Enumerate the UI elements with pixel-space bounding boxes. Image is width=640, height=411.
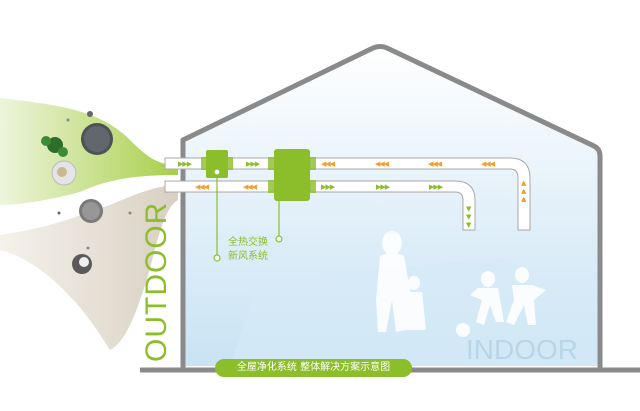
supply-arrow-icon: ▶▶▶ xyxy=(376,183,390,191)
supply-arrow-icon: ▶▶▶ xyxy=(178,160,192,168)
exhaust-arrow-icon: ◀◀◀ xyxy=(321,160,335,168)
title-banner: 全屋净化系统 整体解决方案示意图 xyxy=(215,359,412,377)
exhaust-arrow-icon: ◀◀◀ xyxy=(428,160,442,168)
supply-arrow-icon: ▶▶▶ xyxy=(246,160,260,168)
house-outline xyxy=(180,44,603,372)
exhaust-arrow-icon: ◀◀◀ xyxy=(195,183,209,191)
exhaust-arrow-icon: ◀◀◀ xyxy=(481,160,495,168)
unit-label-line1: 全热交换 xyxy=(228,237,268,248)
unit-label: 全热交换 新风系统 xyxy=(228,236,268,264)
down-arrow-icon: ▼▼▼ xyxy=(466,205,472,229)
supply-arrow-icon: ▶▶▶ xyxy=(429,183,443,191)
ducts xyxy=(164,157,531,231)
family-silhouettes xyxy=(376,231,546,337)
heat-exchanger-unit xyxy=(274,149,310,201)
indoor-label: INDOOR xyxy=(466,334,578,365)
up-arrow-icon: ▲▲▲ xyxy=(521,179,527,203)
exhaust-arrow-icon: ◀◀◀ xyxy=(375,160,389,168)
outdoor-label: OUTDOOR xyxy=(140,201,173,362)
unit-label-line2: 新风系统 xyxy=(228,251,268,262)
exhaust-arrow-icon: ◀◀◀ xyxy=(243,183,257,191)
supply-arrow-icon: ▶▶▶ xyxy=(321,183,335,191)
